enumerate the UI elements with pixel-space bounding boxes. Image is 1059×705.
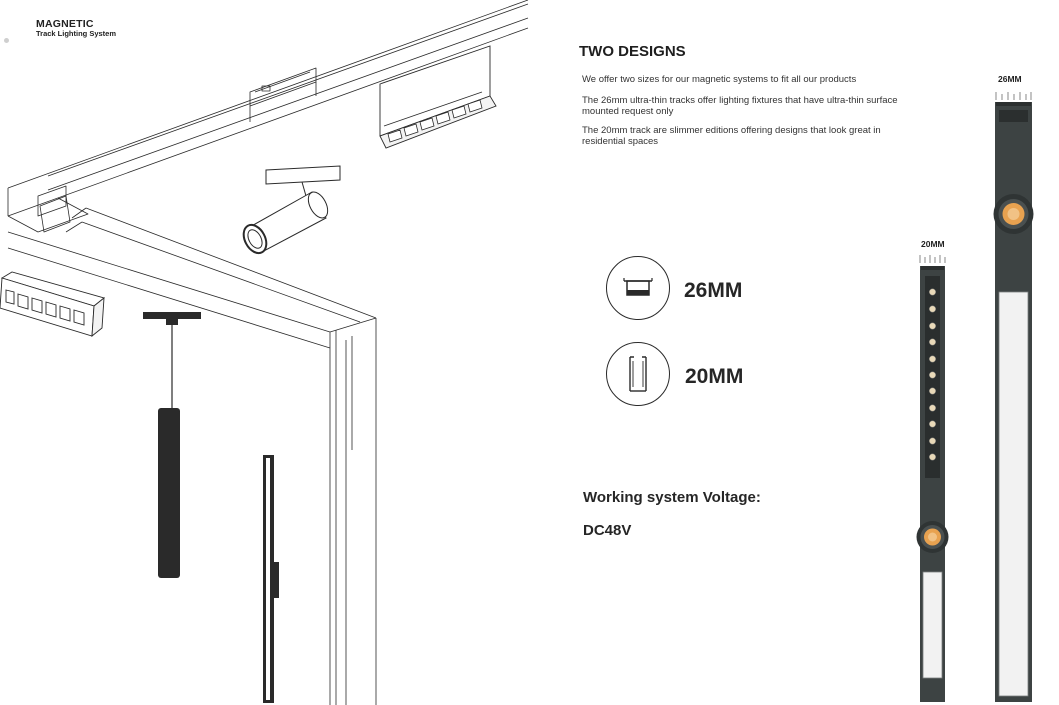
paragraph-20mm: The 20mm track are slimmer editions offe… (582, 125, 881, 147)
product-26mm (993, 102, 1034, 702)
wall-track (7, 207, 377, 349)
pendant-light (143, 312, 201, 578)
track-products (916, 92, 1034, 702)
product-label-20mm: 20MM (921, 239, 945, 249)
size-label-26mm: 26MM (684, 279, 743, 302)
voltage-title: Working system Voltage: (583, 489, 761, 506)
voltage-value: DC48V (583, 522, 632, 539)
linear-wall-light (263, 455, 279, 703)
track-system-illustration (0, 0, 529, 705)
product-20mm (916, 266, 949, 702)
product-label-26mm: 26MM (998, 74, 1022, 84)
spotlight (242, 165, 341, 255)
wall-edge (329, 317, 377, 705)
section-title: TWO DESIGNS (579, 43, 686, 60)
ruler-20mm (919, 255, 946, 263)
size-label-20mm: 20MM (685, 365, 744, 388)
track-corner (7, 197, 89, 233)
decorative-dot (4, 38, 9, 43)
track-profile-26mm-icon (606, 256, 670, 320)
paragraph-26mm: The 26mm ultra-thin tracks offer lightin… (582, 95, 898, 117)
brand-subtitle: Track Lighting System (36, 29, 117, 38)
track-grille-light (379, 45, 497, 149)
paragraph-sizes: We offer two sizes for our magnetic syst… (582, 74, 857, 85)
ceiling-track (7, 0, 529, 217)
brand-title: MAGNETIC (36, 18, 94, 30)
grille-light-left (0, 271, 105, 337)
ruler-26mm (995, 92, 1032, 100)
track-profile-20mm-icon (606, 342, 670, 406)
